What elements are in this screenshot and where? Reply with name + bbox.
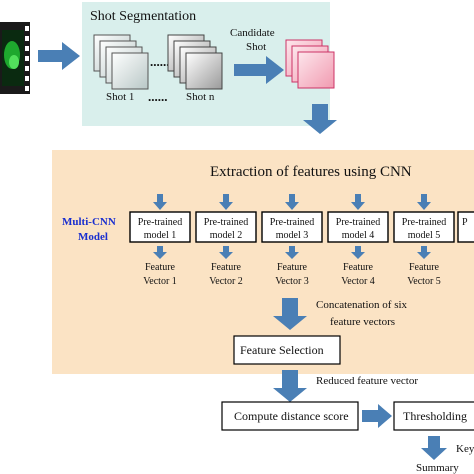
multi-cnn-label-line1: Multi-CNN <box>62 216 116 228</box>
model-6: P <box>457 211 474 243</box>
model-label-line1: Pre-trained <box>138 217 182 228</box>
model-label-line2: model 5 <box>408 230 441 241</box>
candidate-label-line2: Shot <box>246 41 266 53</box>
feature-vector-label-line1: Feature <box>409 262 440 273</box>
model-box <box>129 211 191 243</box>
shot-1-stack <box>93 34 149 90</box>
model-box <box>195 211 257 243</box>
feature-vector-label-line1: Feature <box>277 262 308 273</box>
arrow-to-thresholding <box>362 404 392 428</box>
summary-label: Summary <box>416 462 459 474</box>
shot-1-label: Shot 1 <box>106 91 134 103</box>
model-output-arrow <box>285 246 299 259</box>
model-box <box>327 211 389 243</box>
cnn-panel: Extraction of features using CNN Multi-C… <box>52 150 474 374</box>
concatenation-line1: Concatenation of six <box>316 299 408 311</box>
key-label: Key <box>456 443 474 455</box>
thresholding-box <box>393 401 474 431</box>
feature-vector-label-line1: Feature <box>145 262 176 273</box>
dots-lower: ...... <box>148 89 168 104</box>
model-label-line1: P <box>462 217 468 228</box>
multi-cnn-label-line2: Model <box>78 231 108 243</box>
shot-segmentation-title: Shot Segmentation <box>90 9 196 24</box>
model-input-arrow <box>285 194 299 210</box>
model-input-arrow <box>153 194 167 210</box>
model-label-line2: model 1 <box>144 230 177 241</box>
arrow-to-summary <box>421 436 447 460</box>
model-input-arrow <box>417 194 431 210</box>
feature-vector-label-line2: Vector 5 <box>407 276 441 287</box>
model-output-arrow <box>417 246 431 259</box>
model-label-line1: Pre-trained <box>204 217 248 228</box>
shot-n-stack <box>167 34 223 90</box>
model-output-arrow <box>351 246 365 259</box>
model-input-arrow <box>219 194 233 210</box>
arrow-video-to-segmentation <box>38 42 80 70</box>
reduced-feature-vector-label: Reduced feature vector <box>316 375 418 387</box>
candidate-label-line1: Candidate <box>230 27 275 39</box>
feature-vector-label-line1: Feature <box>211 262 242 273</box>
model-label-line1: Pre-trained <box>336 217 380 228</box>
model-output-arrow <box>219 246 233 259</box>
feature-vector-label-line2: Vector 2 <box>209 276 243 287</box>
model-output-arrow <box>153 246 167 259</box>
model-label-line2: model 4 <box>342 230 375 241</box>
feature-selection-box <box>233 335 341 365</box>
feature-vector-label-line2: Vector 1 <box>143 276 177 287</box>
video-thumbnail <box>0 22 30 94</box>
model-box <box>457 211 474 243</box>
model-box <box>261 211 323 243</box>
feature-vector-label-line1: Feature <box>343 262 374 273</box>
concatenation-line2: feature vectors <box>330 316 395 328</box>
distance-score-label: Compute distance score <box>234 409 349 423</box>
feature-selection-label: Feature Selection <box>240 343 324 357</box>
candidate-shot-stack <box>285 39 335 89</box>
model-label-line2: model 2 <box>210 230 243 241</box>
thresholding-label: Thresholding <box>403 409 467 423</box>
model-input-arrow <box>351 194 365 210</box>
feature-vector-label-line2: Vector 4 <box>341 276 375 287</box>
shot-segmentation-panel: Shot Segmentation ...... Shot 1 ...... S… <box>82 2 335 126</box>
cnn-panel-title: Extraction of features using CNN <box>210 164 412 180</box>
arrow-reduced-vector <box>273 370 307 402</box>
feature-vector-label-line2: Vector 3 <box>275 276 309 287</box>
arrow-to-candidate <box>234 56 284 84</box>
model-label-line1: Pre-trained <box>402 217 446 228</box>
model-box <box>393 211 455 243</box>
model-label-line2: model 3 <box>276 230 309 241</box>
shot-n-label: Shot n <box>186 91 215 103</box>
distance-score-box <box>221 401 359 431</box>
dots-upper: ...... <box>150 54 170 69</box>
arrow-candidate-to-cnn <box>303 104 337 134</box>
model-label-line1: Pre-trained <box>270 217 314 228</box>
arrow-concatenation <box>273 298 307 330</box>
